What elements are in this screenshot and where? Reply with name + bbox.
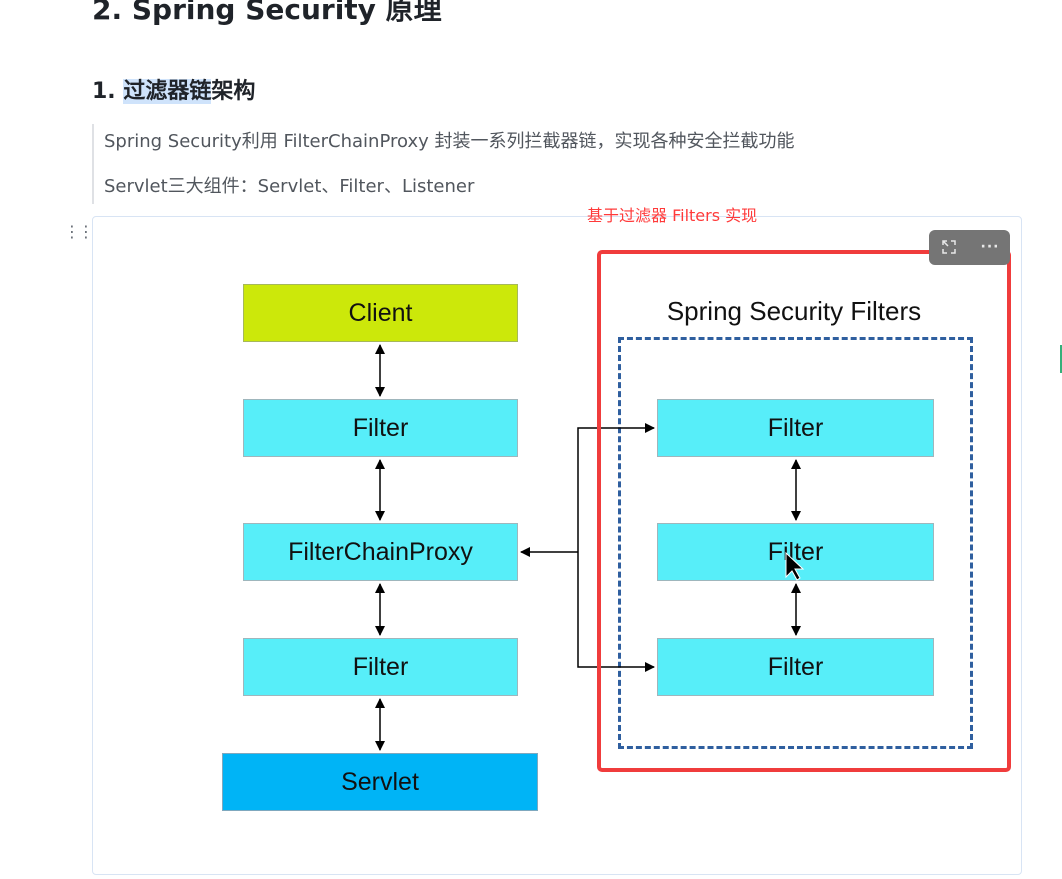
- red-annotation-text: 基于过滤器 Filters 实现: [587, 206, 758, 225]
- more-options-button[interactable]: ···: [980, 239, 1000, 255]
- spring-security-filters-title: Spring Security Filters: [666, 296, 922, 326]
- mouse-cursor-icon: [785, 551, 805, 581]
- quote-line-1: Spring Security利用 FilterChainProxy 封装一系列…: [104, 131, 795, 152]
- section-heading-suffix: 架构: [211, 79, 256, 104]
- spring-security-filters-group: [618, 337, 973, 749]
- servlet-box: Servlet: [222, 753, 538, 811]
- filterchainproxy-box: FilterChainProxy: [243, 523, 518, 581]
- filter-box-bottom: Filter: [243, 638, 518, 696]
- highlight-annotation-box: [597, 250, 1011, 772]
- section-heading-prefix: 1.: [92, 79, 124, 104]
- quote-block: Spring Security利用 FilterChainProxy 封装一系列…: [92, 124, 892, 204]
- expand-icon[interactable]: [929, 230, 969, 265]
- ssf-filter-box-1: Filter: [657, 399, 934, 457]
- edge-indicator: [1060, 345, 1062, 373]
- client-box: Client: [243, 284, 518, 342]
- selected-text-highlight[interactable]: 过滤器链: [123, 79, 212, 104]
- expand-icon-glyph: [942, 240, 956, 254]
- page-heading: 2. Spring Security 原理: [92, 0, 442, 26]
- image-toolbar: ···: [929, 230, 1010, 265]
- arrow-to-ssf-1: [577, 423, 655, 552]
- image-block[interactable]: [92, 216, 1022, 875]
- arrow-to-ssf-3: [577, 552, 655, 672]
- quote-line-2: Servlet三大组件：Servlet、Filter、Listener: [104, 176, 475, 197]
- drag-handle-icon[interactable]: ⋮⋮: [64, 222, 94, 241]
- filter-box-top: Filter: [243, 399, 518, 457]
- section-heading: 1. 过滤器链架构: [92, 73, 255, 105]
- ssf-filter-box-3: Filter: [657, 638, 934, 696]
